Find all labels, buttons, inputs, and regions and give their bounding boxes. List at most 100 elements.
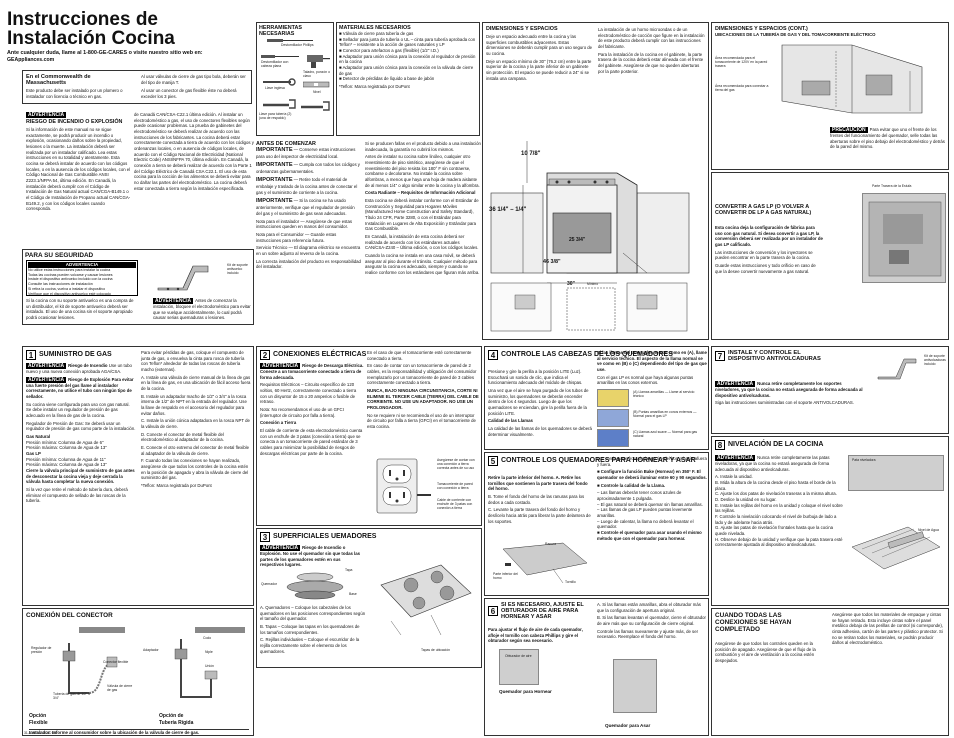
anti-tip-kit-label: Kit de soporte antivolcaduras incluido (924, 354, 946, 366)
air-shutter-text: Para ajustar el flujo de aire de cada qu… (488, 627, 583, 644)
page-title: Instrucciones de Instalación Cocina (7, 9, 175, 49)
dim-clearance: 30" (567, 281, 575, 287)
leveling-leg-label: Pata niveladora (852, 458, 876, 462)
tool-label: Destornillador Phillips (281, 43, 314, 47)
outlet-label: Tomacorriente de pared con conexión a ti… (437, 482, 473, 490)
flame-blue-photo (597, 429, 629, 447)
dimensions-title: DIMENSIONES Y ESPACIOS (486, 26, 558, 32)
flame-label: (B) Puntas amarillas en conos externos —… (633, 410, 697, 418)
connector-label: Válvula de cierre de gas (107, 684, 133, 692)
option-flexible: Opción Flexible (29, 713, 48, 726)
material-item: ■ Adaptador para unión cónica para la co… (339, 53, 476, 65)
rear-label: Parte Trasera de la Estufa (872, 184, 912, 188)
flexible-connector-diagram (62, 627, 125, 694)
gas-outlet-location-diagram (781, 44, 923, 114)
air-shutter-photo (499, 649, 539, 685)
connector-label: Regulador de presión (31, 646, 52, 654)
outlet-label: Cable de corriente con enchufe de 3 pata… (437, 498, 473, 510)
safety-text: Si la cocina con su soporte antivuelco e… (26, 298, 134, 321)
safety-warning-item: Consulte las instrucciones de instalació… (28, 282, 93, 287)
anti-tip-bracket-illustration (157, 265, 209, 291)
fire-risk-section: ADVERTENCIA RIESGO DE INCENDIO O EXPLOSI… (26, 112, 131, 212)
caution-badge: PRECAUCIÓN (830, 127, 868, 133)
lp-conversion-title: CONVERTIR A GAS LP (O VOLVER A CONVERTIR… (715, 204, 812, 216)
oven-label: Tornillo (565, 580, 576, 584)
commonwealth-box: En el Commonwealth de Massachusetts Este… (22, 70, 252, 104)
level-label: Nivel de Agua (918, 528, 939, 532)
installer-note: Nota para el instalador — Asegúrese de q… (256, 218, 353, 230)
warning-badge: ADVERTENCIA (153, 298, 194, 304)
materials-box: MATERIALES NECESARIOS ■ Válvula de cierr… (336, 22, 480, 136)
complete-text-1: Asegúrese de que todos los controles que… (715, 641, 816, 664)
tools-title: HERRAMIENTAS NECESARIAS (259, 25, 303, 37)
safety-warning-item: Todas las cocinas pueden volcarse y caus… (28, 272, 113, 277)
safety-warning-item: No utilice estas instrucciones para inst… (28, 267, 111, 272)
connector-label: Adaptador (143, 648, 159, 652)
canada-note: En Canadá, la instalación de esta cocina… (365, 234, 479, 251)
before-start-section: ANTES DE COMENZAR IMPORTANTE — Conserve … (256, 141, 361, 272)
contact-line: Ante cualquier duda, llame al 1-800-GE-C… (7, 50, 203, 56)
installer-responsibility: La correcta instalación del producto es … (256, 258, 361, 270)
oven-label: Ranura (545, 542, 557, 546)
warranty-note: Si se producen fallas en el producto deb… (365, 141, 481, 152)
tool-label: Taladro, punzón o clavo (303, 70, 330, 78)
flooring-note: Antes de instalar su cocina sobre linóle… (365, 154, 480, 188)
electrical-col2: En el caso de que el tomacorriente esté … (367, 350, 479, 430)
website-link[interactable]: GEAppliances.com (7, 57, 55, 63)
fire-risk-text: Si la información de este manual no se s… (26, 127, 131, 212)
connector-box: CONEXIÓN DEL CONECTOR Regulador de presi… (22, 608, 254, 736)
outlet-plug-icon (376, 458, 431, 514)
part-number: 31-10897-1 10-11 GE (24, 731, 57, 735)
materials-title: MATERIALES NECESARIOS (339, 25, 411, 31)
important-note: IMPORTANTE — Retire todo el material de … (256, 177, 358, 196)
range-dimensions-diagram (490, 141, 690, 332)
oven-bottom-diagram (502, 542, 588, 584)
flame-yellow-photo (597, 389, 629, 407)
safety-warning-item: Instale el dispositivo antivuelco inclui… (28, 277, 113, 282)
material-item: ■ Válvula de cierre para tubería de gas (339, 31, 414, 36)
rigid-pipe-diagram (174, 627, 245, 698)
gas-area-label: Área recomendada para conectar a tierra … (715, 84, 769, 92)
oven-bottom-steps: Retire la parte inferior del horno. A. R… (488, 475, 591, 524)
burner-steps: A. Quemadores – Coloque los cabezales de… (260, 605, 366, 654)
oven-burner-checks: Luz con la parte frontal y luego tire de… (597, 456, 707, 541)
anti-tip-kit-label: Kit de soporte antivuelco incluido (227, 263, 248, 275)
dim-oven-width: 25 3/4" (569, 237, 586, 243)
flame-tips-photo (597, 409, 629, 427)
flame-label: (C) Llamas azul suave — Normal para gas … (633, 430, 698, 438)
broil-burner-photo (613, 659, 657, 713)
safety-warning-header: ADVERTENCIA (28, 262, 136, 268)
safety-caution-text: Antes de comenzar la instalación, bloque… (153, 298, 251, 321)
warning-badge: ADVERTENCIA (26, 112, 67, 118)
tool-label: Nivel (313, 90, 321, 94)
material-item: ■ Adaptador para unión cónica para la co… (339, 65, 474, 76)
screwdriver-phillips-icon (267, 39, 313, 42)
dimensions-cont-subtitle: UBICACIONES DE LA TUBERÍA DE GAS Y DEL T… (715, 32, 876, 37)
mobile-home-text: Esta cocina se deberá instalar conforme … (365, 198, 479, 232)
material-item: ■ Detector de pérdidas de líquido a base… (339, 76, 435, 82)
safety-title: PARA SU SEGURIDAD (25, 252, 94, 259)
dim-min-label: Mínimo (587, 282, 599, 286)
complete-title: CUANDO TODAS LAS CONEXIONES SE HAYAN COM… (715, 612, 792, 633)
section-complete: CUANDO TODAS LAS CONEXIONES SE HAYAN COM… (711, 608, 949, 736)
screwdriver-flat-icon (261, 55, 299, 58)
section-6-header: 6SI ES NECESARIO, AJUSTE EL OBTURADOR DE… (488, 602, 705, 620)
flame-quality-text: Si las llamas del quemador no son como e… (597, 350, 707, 386)
pipe-wrench-icon (263, 99, 296, 109)
outlet-label: Asegúrese de contar con una conexión a t… (437, 458, 475, 470)
tool-label: Llave para tubería (2) (una de respaldo) (259, 112, 292, 120)
air-shutter-steps: A. Si las llamas están amarillas, abra e… (597, 602, 706, 640)
commonwealth-item: Al usar válvulas de cierre de gas tipo b… (141, 74, 246, 85)
